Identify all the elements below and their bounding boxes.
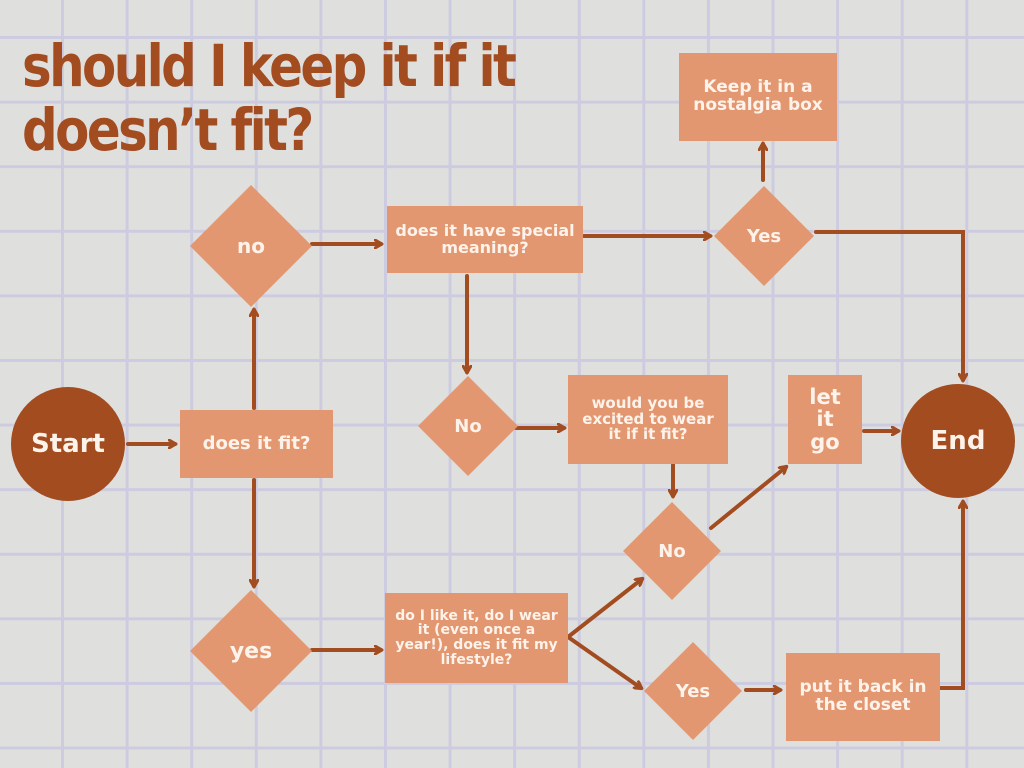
special-no-label: No	[454, 415, 482, 437]
special-yes-decision: Yes	[714, 186, 814, 286]
put-back-label: put it back in the closet	[799, 677, 927, 715]
no-decision: no	[190, 185, 312, 307]
excited-to-wear-box: would you be excited to wear it if it fi…	[568, 375, 728, 464]
nostalgia-box: Keep it in a nostalgia box	[679, 53, 837, 141]
put-back-box: put it back in the closet	[786, 653, 940, 741]
let-it-go-label: let it go	[809, 385, 841, 454]
arrow-no-to-letgo	[709, 467, 786, 530]
nostalgia-label: Keep it in a nostalgia box	[693, 77, 823, 115]
start-label: Start	[31, 429, 105, 459]
does-it-fit-label: does it fit?	[202, 432, 311, 454]
lifestyle-box: do I like it, do I wear it (even once a …	[385, 593, 568, 683]
excited-to-wear-label: would you be excited to wear it if it fi…	[582, 393, 714, 444]
arrow-yes-to-end	[814, 230, 963, 380]
start-terminal: Start	[11, 387, 125, 501]
let-it-go-box: let it go	[788, 375, 862, 464]
arrow-lifestyle-to-yes	[566, 635, 641, 688]
no-label: no	[237, 234, 265, 258]
end-label: End	[930, 426, 986, 456]
lifestyle-label: do I like it, do I wear it (even once a …	[395, 607, 558, 668]
excited-no-label: No	[658, 540, 686, 562]
special-no-decision: No	[418, 376, 518, 476]
does-it-fit-box: does it fit?	[180, 410, 333, 478]
title-line-1: should I keep it if it	[22, 32, 517, 100]
title-line-2: doesn’t fit?	[22, 96, 314, 164]
excited-no-decision: No	[623, 502, 721, 600]
special-meaning-box: does it have special meaning?	[387, 206, 583, 273]
yes-label: yes	[229, 638, 273, 664]
lifestyle-yes-decision: Yes	[644, 642, 742, 740]
yes-decision: yes	[190, 590, 312, 712]
special-meaning-label: does it have special meaning?	[395, 220, 575, 257]
flowchart-title: should I keep it if it doesn’t fit?	[22, 32, 517, 164]
end-terminal: End	[901, 384, 1015, 498]
lifestyle-yes-label: Yes	[675, 680, 711, 702]
arrow-putback-to-end	[938, 502, 963, 690]
special-yes-label: Yes	[746, 225, 782, 247]
